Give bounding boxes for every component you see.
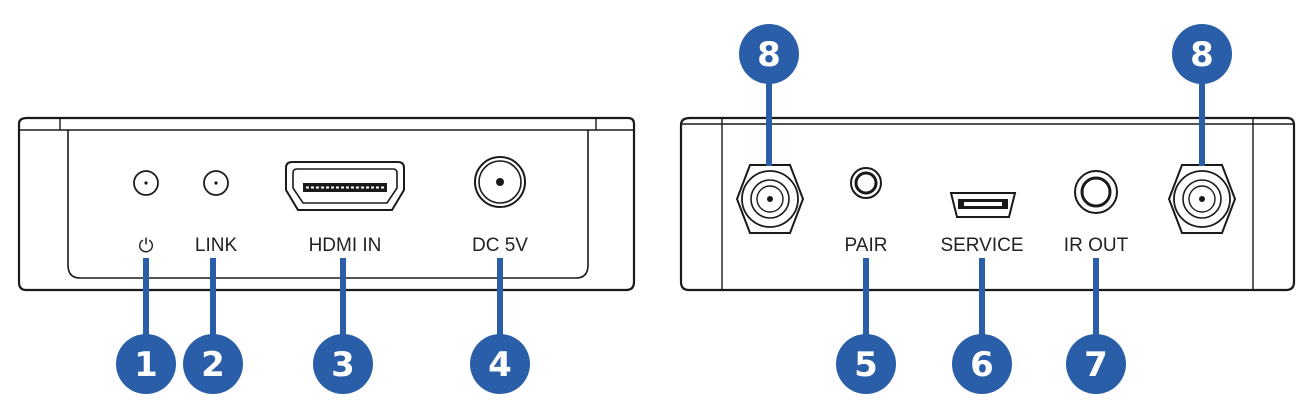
callout-7: 7	[1066, 258, 1126, 394]
antenna-connector-left	[735, 164, 805, 234]
callout-8-right: 8	[1172, 24, 1232, 166]
ir-out-jack	[1074, 170, 1118, 214]
front-panel	[17, 116, 636, 292]
callout-3-number: 3	[331, 345, 355, 385]
callout-6: 6	[952, 258, 1012, 394]
callout-6-number: 6	[970, 345, 994, 385]
ir-out-label: IR OUT	[1064, 235, 1129, 256]
rear-panel	[679, 116, 1296, 292]
dc-power-jack	[474, 156, 526, 208]
callout-7-number: 7	[1084, 345, 1108, 385]
link-label: LINK	[195, 235, 238, 256]
callout-5: 5	[836, 258, 896, 394]
hdmi-in-label: HDMI IN	[309, 235, 382, 256]
callout-2: 2	[183, 258, 243, 394]
callout-4-number: 4	[488, 345, 512, 385]
hdmi-in-port	[285, 161, 405, 211]
link-led	[203, 170, 229, 196]
callout-8-left-number: 8	[757, 35, 781, 75]
power-led	[133, 170, 159, 196]
pair-label: PAIR	[845, 235, 888, 256]
callout-8-right-number: 8	[1190, 35, 1214, 75]
antenna-connector-right	[1167, 164, 1237, 234]
callout-5-number: 5	[854, 345, 878, 385]
callout-4: 4	[470, 258, 530, 394]
pair-button	[850, 167, 882, 199]
callout-8-left: 8	[739, 24, 799, 166]
service-label: SERVICE	[940, 235, 1023, 256]
power-symbol-icon: ⏻	[138, 236, 153, 257]
callout-1: 1	[116, 258, 176, 394]
dc-5v-label: DC 5V	[472, 235, 528, 256]
callout-1-number: 1	[134, 345, 158, 385]
callout-3: 3	[313, 258, 373, 394]
callout-2-number: 2	[201, 345, 225, 385]
service-micro-usb-port	[949, 192, 1017, 218]
